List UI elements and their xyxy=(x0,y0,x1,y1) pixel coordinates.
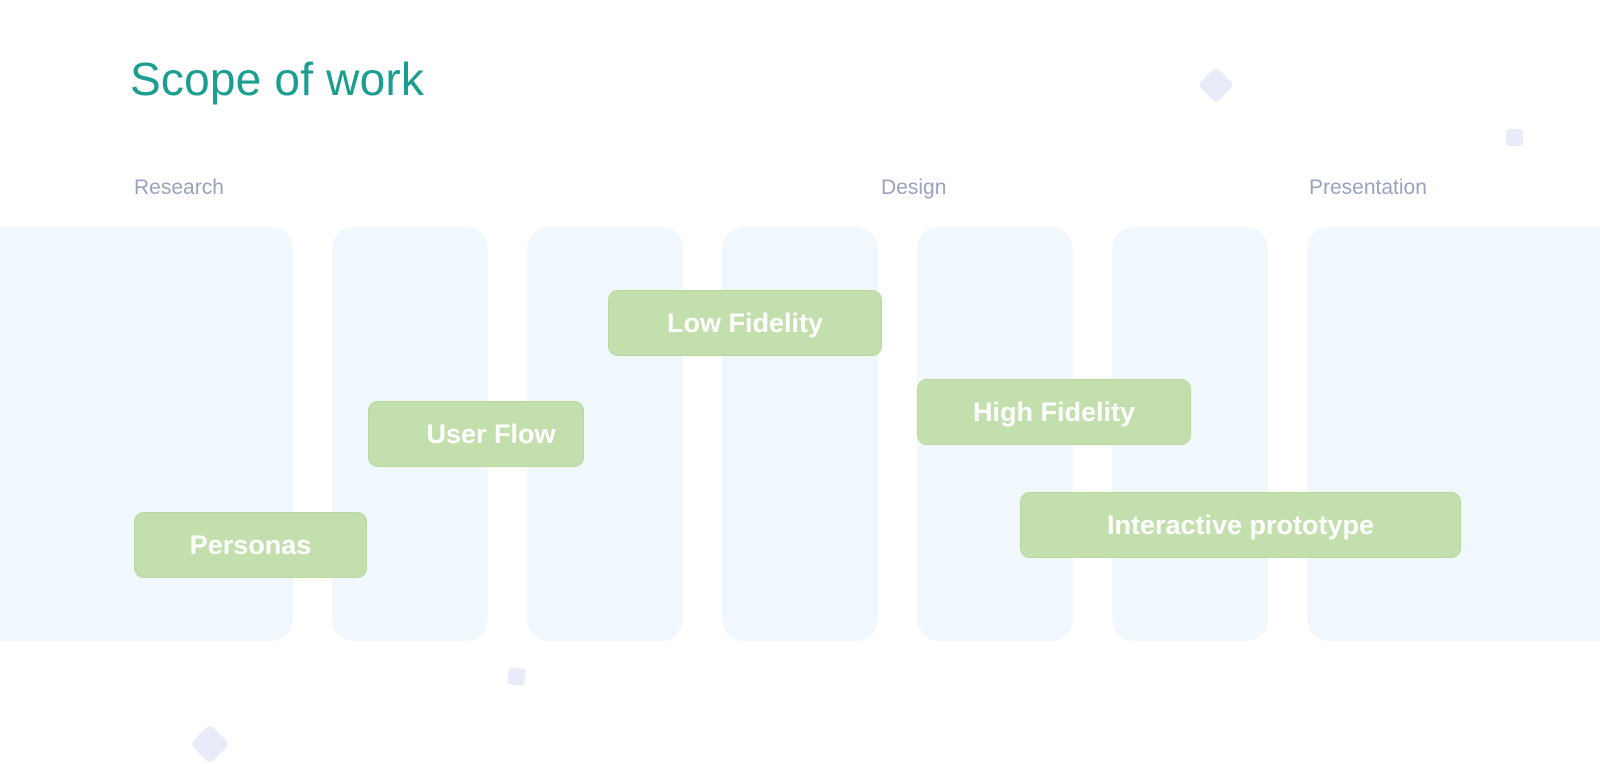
timeline-column xyxy=(0,227,293,641)
decor-square-bottom xyxy=(506,666,527,687)
decor-diamond-top xyxy=(1197,66,1235,104)
page-title: Scope of work xyxy=(130,53,425,105)
phase-label-design: Design xyxy=(881,176,947,199)
task-high-fidelity: High Fidelity xyxy=(917,379,1191,445)
decor-diamond-bottom xyxy=(190,724,230,764)
phase-label-presentation: Presentation xyxy=(1309,176,1427,199)
task-interactive-prototype: Interactive prototype xyxy=(1020,492,1461,558)
decor-square-top-right xyxy=(1506,129,1523,146)
phase-label-research: Research xyxy=(134,176,224,199)
task-low-fidelity: Low Fidelity xyxy=(608,290,882,356)
timeline-column xyxy=(1307,227,1600,641)
task-user-flow: User Flow xyxy=(368,401,584,467)
task-personas: Personas xyxy=(134,512,367,578)
